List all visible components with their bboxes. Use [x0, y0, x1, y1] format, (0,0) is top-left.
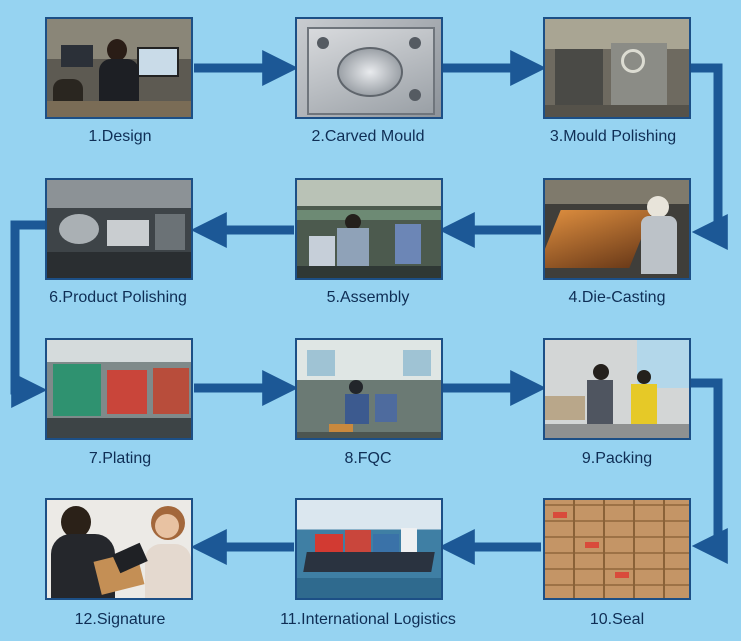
step-11-label: 11.International Logistics — [280, 611, 456, 628]
step-5-assembly-photo — [295, 178, 443, 280]
step-7-label: 7.Plating — [88, 450, 152, 467]
step-1-label: 1.Design — [88, 128, 152, 145]
arrow-6-7 — [10, 220, 48, 408]
step-2-label: 2.Carved Mould — [311, 128, 425, 145]
step-10-label: 10.Seal — [589, 611, 645, 628]
step-12-label: 12.Signature — [74, 611, 166, 628]
arrow-3-4 — [690, 63, 728, 250]
step-11-international-logistics-photo — [295, 498, 443, 600]
step-8-fqc-photo — [295, 338, 443, 440]
step-9-label: 9.Packing — [581, 450, 653, 467]
step-4-label: 4.Die-Casting — [568, 289, 666, 306]
step-6-product-polishing-photo — [45, 178, 193, 280]
step-5-label: 5.Assembly — [326, 289, 410, 306]
step-8-label: 8.FQC — [344, 450, 392, 467]
step-3-mould-polishing-photo — [543, 17, 691, 119]
step-1-design-photo — [45, 17, 193, 119]
step-2-carved-mould-photo — [295, 17, 443, 119]
step-3-label: 3.Mould Polishing — [549, 128, 677, 145]
step-9-packing-photo — [543, 338, 691, 440]
step-12-signature-photo — [45, 498, 193, 600]
step-7-plating-photo — [45, 338, 193, 440]
step-10-seal-photo — [543, 498, 691, 600]
arrow-9-10 — [690, 378, 728, 564]
step-4-die-casting-photo — [543, 178, 691, 280]
step-6-label: 6.Product Polishing — [49, 289, 187, 306]
